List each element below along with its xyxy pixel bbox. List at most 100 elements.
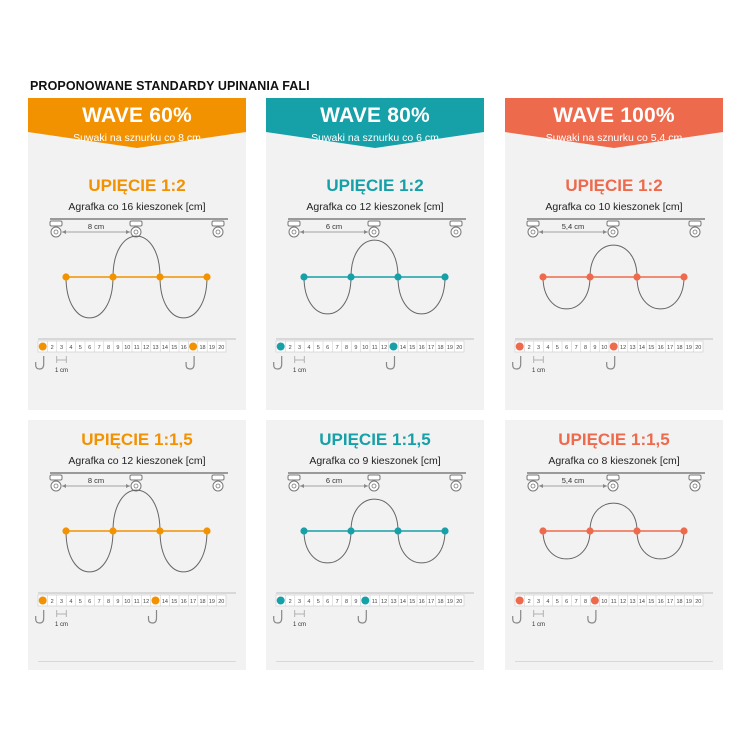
arrow-head-right xyxy=(126,484,130,488)
pocket-dot xyxy=(680,527,688,535)
ruler-number: 17 xyxy=(667,345,673,351)
panel-top xyxy=(28,98,246,410)
pocket-dot xyxy=(586,527,594,535)
runner-icon xyxy=(606,220,620,238)
ruler-number: 16 xyxy=(658,599,664,605)
ruler-number: 5 xyxy=(556,345,559,351)
ruler-number: 2 xyxy=(528,599,531,605)
pocket-dot xyxy=(203,527,211,535)
ruler-number: 11 xyxy=(611,599,617,605)
ruler-number: 10 xyxy=(601,345,607,351)
panel-bottom xyxy=(266,420,484,670)
ruler-number: 19 xyxy=(209,599,215,605)
ruler-number: 8 xyxy=(107,345,110,351)
ruler-number: 18 xyxy=(437,345,443,351)
runner-icon xyxy=(606,474,620,492)
ruler-number: 4 xyxy=(69,345,72,351)
cm-label: 1 cm xyxy=(293,368,306,374)
section-subtitle-1-2: Agrafka co 10 kieszonek [cm] xyxy=(545,201,683,213)
hook-marker xyxy=(38,596,47,605)
ruler-number: 15 xyxy=(648,599,654,605)
hook-icon xyxy=(587,610,597,624)
ruler-number: 3 xyxy=(537,345,540,351)
pocket-dot xyxy=(394,527,402,535)
runner-icon xyxy=(211,474,225,492)
ruler-number: 16 xyxy=(419,599,425,605)
pocket-dot xyxy=(109,273,117,281)
cm-label: 1 cm xyxy=(293,622,306,628)
ruler-number: 13 xyxy=(152,345,158,351)
ruler-number: 7 xyxy=(336,599,339,605)
hook-icon xyxy=(512,356,522,370)
ruler-number: 4 xyxy=(546,345,549,351)
ruler-number: 5 xyxy=(317,599,320,605)
divider xyxy=(38,661,236,662)
ruler-number: 10 xyxy=(601,599,607,605)
cm-label: 1 cm xyxy=(55,368,68,374)
ruler-number: 3 xyxy=(60,345,63,351)
ruler-number: 12 xyxy=(620,345,626,351)
ruler-number: 8 xyxy=(107,599,110,605)
ruler-number: 14 xyxy=(639,345,645,351)
ruler-number: 13 xyxy=(629,345,635,351)
pocket-dot xyxy=(156,273,164,281)
ruler-number: 2 xyxy=(51,345,54,351)
hook-marker xyxy=(389,342,398,351)
pocket-dot xyxy=(633,527,641,535)
ruler-number: 10 xyxy=(124,345,130,351)
ruler-number: 17 xyxy=(428,345,434,351)
section-title-1-1-5: UPIĘCIE 1:1,5 xyxy=(319,430,431,449)
ruler-number: 3 xyxy=(537,599,540,605)
runner-icon xyxy=(688,474,702,492)
wave-header: WAVE 100% Suwaki na sznurku co 5,4 cm xyxy=(505,98,723,148)
header-banner xyxy=(266,98,484,148)
pocket-dot xyxy=(586,273,594,281)
ruler-number: 6 xyxy=(88,345,91,351)
arrow-head-left xyxy=(62,484,66,488)
arrow-head-left xyxy=(539,484,543,488)
ruler-number: 20 xyxy=(456,345,462,351)
pocket-dot xyxy=(394,273,402,281)
ruler-number: 8 xyxy=(345,345,348,351)
ruler-number: 16 xyxy=(419,345,425,351)
runner-icon xyxy=(367,220,381,238)
wave-title: WAVE 60% xyxy=(82,104,192,127)
ruler-number: 5 xyxy=(79,345,82,351)
section-subtitle-1-1-5: Agrafka co 9 kieszonek [cm] xyxy=(309,455,441,467)
runner-icon xyxy=(287,474,301,492)
hook-icon xyxy=(357,610,367,624)
pocket-dot xyxy=(156,527,164,535)
ruler-number: 16 xyxy=(658,345,664,351)
wave-header: WAVE 80% Suwaki na sznurku co 6 cm xyxy=(266,98,484,148)
ruler-number: 19 xyxy=(686,599,692,605)
ruler-number: 20 xyxy=(218,599,224,605)
cm-label: 1 cm xyxy=(532,368,545,374)
runner-icon xyxy=(211,220,225,238)
ruler-number: 15 xyxy=(409,599,415,605)
section-subtitle-1-1-5: Agrafka co 12 kieszonek [cm] xyxy=(68,455,206,467)
spacing-label: 6 cm xyxy=(326,476,342,485)
runner-icon xyxy=(449,474,463,492)
hook-icon xyxy=(35,610,45,624)
ruler-number: 6 xyxy=(88,599,91,605)
divider xyxy=(515,661,713,662)
ruler-number: 13 xyxy=(390,599,396,605)
spacing-label: 5,4 cm xyxy=(562,222,585,231)
wave-title: WAVE 100% xyxy=(553,104,675,127)
header-banner xyxy=(505,98,723,148)
section-title-1-2: UPIĘCIE 1:2 xyxy=(565,176,663,195)
section-subtitle-1-1-5: Agrafka co 8 kieszonek [cm] xyxy=(548,455,680,467)
ruler-number: 7 xyxy=(575,345,578,351)
ruler-number: 18 xyxy=(199,599,205,605)
runner-icon xyxy=(129,220,143,238)
panel-top xyxy=(266,98,484,410)
pocket-dot xyxy=(109,527,117,535)
ruler-number: 4 xyxy=(546,599,549,605)
pocket-dot xyxy=(539,273,547,281)
ruler-number: 20 xyxy=(695,345,701,351)
